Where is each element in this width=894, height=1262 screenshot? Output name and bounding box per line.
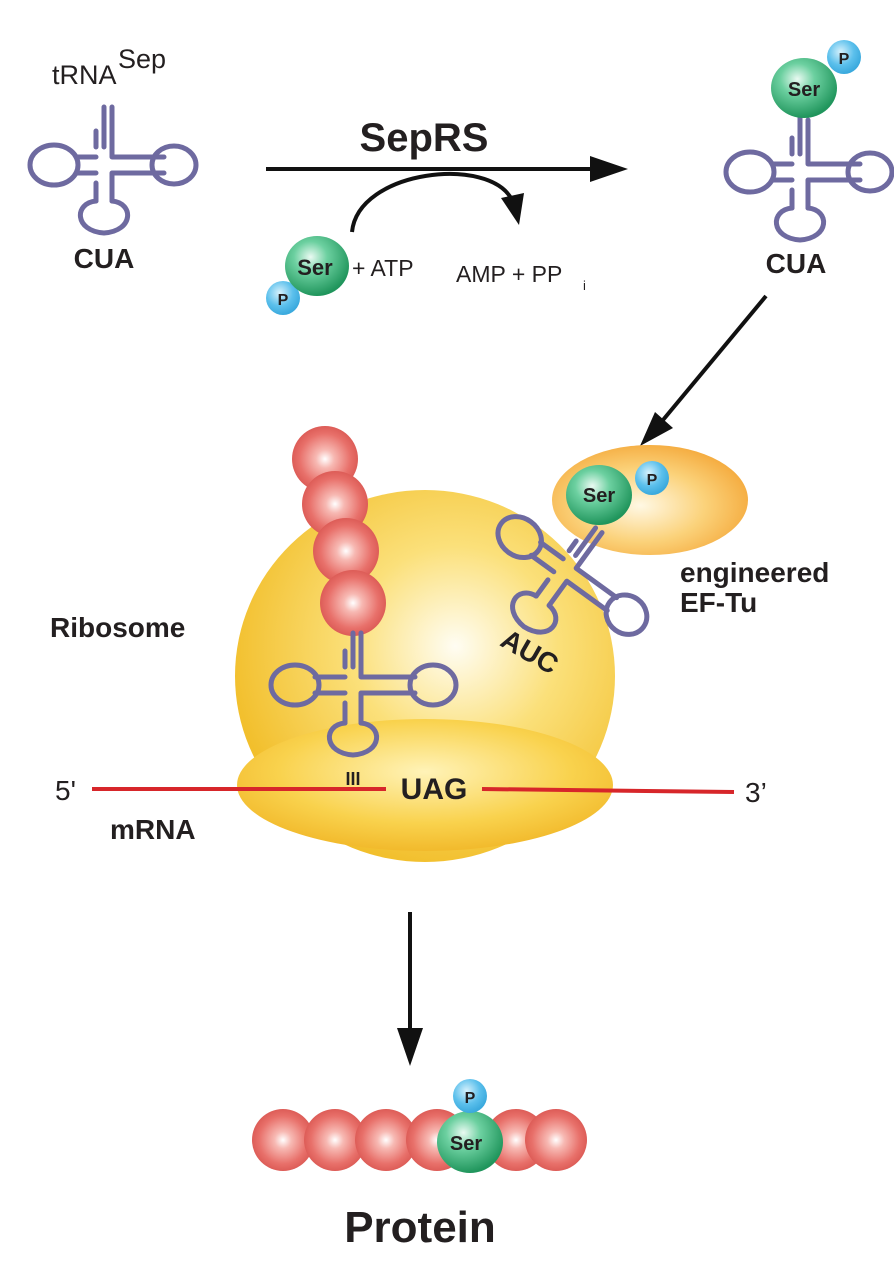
mrna-label: mRNA	[110, 814, 196, 845]
amino-acid-bead	[355, 1109, 417, 1171]
ribosome-label: Ribosome	[50, 612, 185, 643]
plus-atp-label: + ATP	[352, 255, 414, 281]
amino-acid-bead	[304, 1109, 366, 1171]
delivery-arrow	[640, 294, 768, 446]
three-prime-label: 3’	[745, 777, 767, 808]
nascent-peptide-chain	[292, 426, 386, 636]
trna-sep-charged	[723, 111, 894, 243]
phosphoserine-reactant: Ser P	[266, 236, 349, 315]
amino-acid-bead	[320, 570, 386, 636]
serine-icon	[771, 58, 837, 118]
trna-label: tRNA	[52, 60, 117, 90]
amino-acid-bead	[313, 518, 379, 584]
svg-text:Ser: Ser	[583, 485, 615, 507]
serine-icon	[437, 1111, 503, 1173]
svg-text:Ser: Ser	[450, 1133, 482, 1155]
svg-text:Ser: Ser	[788, 79, 820, 101]
ribosome-small-subunit	[237, 719, 613, 851]
mrna-strand	[92, 787, 735, 794]
ppi-subscript: i	[583, 278, 586, 293]
seprs-arrow	[266, 156, 628, 182]
svg-text:P: P	[465, 1090, 476, 1107]
codon-label: UAG	[401, 773, 468, 806]
phosphate-icon	[266, 281, 300, 315]
amp-ppi-label: AMP + PP	[456, 261, 562, 287]
phosphate-icon	[453, 1079, 487, 1113]
phosphoserine-eftu: Ser P	[566, 461, 669, 525]
five-prime-label: 5'	[55, 775, 76, 806]
phosphate-icon	[635, 461, 669, 495]
eftu-label-line1: engineered	[680, 557, 829, 588]
reaction-curve-arrow	[350, 172, 524, 233]
svg-text:P: P	[278, 292, 289, 309]
phosphate-icon	[827, 40, 861, 74]
trna-on-eftu	[495, 514, 650, 637]
protein-chain: Ser P	[252, 1079, 587, 1173]
serine-icon	[566, 465, 632, 525]
svg-text:Ser: Ser	[297, 255, 333, 280]
base-pair-ticks: III	[345, 769, 360, 789]
enzyme-label: SepRS	[360, 116, 489, 160]
anticodon-left-label: CUA	[74, 243, 135, 274]
ribosome	[235, 490, 615, 862]
protein-label: Protein	[344, 1203, 496, 1252]
svg-text:P: P	[839, 51, 850, 68]
serine-icon	[285, 236, 349, 296]
eftu-label-line2: EF-Tu	[680, 587, 757, 618]
trna-in-ribosome	[268, 630, 459, 758]
trna-sep-uncharged	[27, 104, 199, 236]
translation-arrow	[397, 912, 423, 1066]
phosphoserine-charged: Ser P	[771, 40, 861, 118]
amino-acid-bead	[252, 1109, 314, 1171]
anticodon-right-label: CUA	[766, 248, 827, 279]
trna-superscript: Sep	[118, 44, 166, 74]
amino-acid-bead	[525, 1109, 587, 1171]
svg-text:P: P	[647, 472, 658, 489]
